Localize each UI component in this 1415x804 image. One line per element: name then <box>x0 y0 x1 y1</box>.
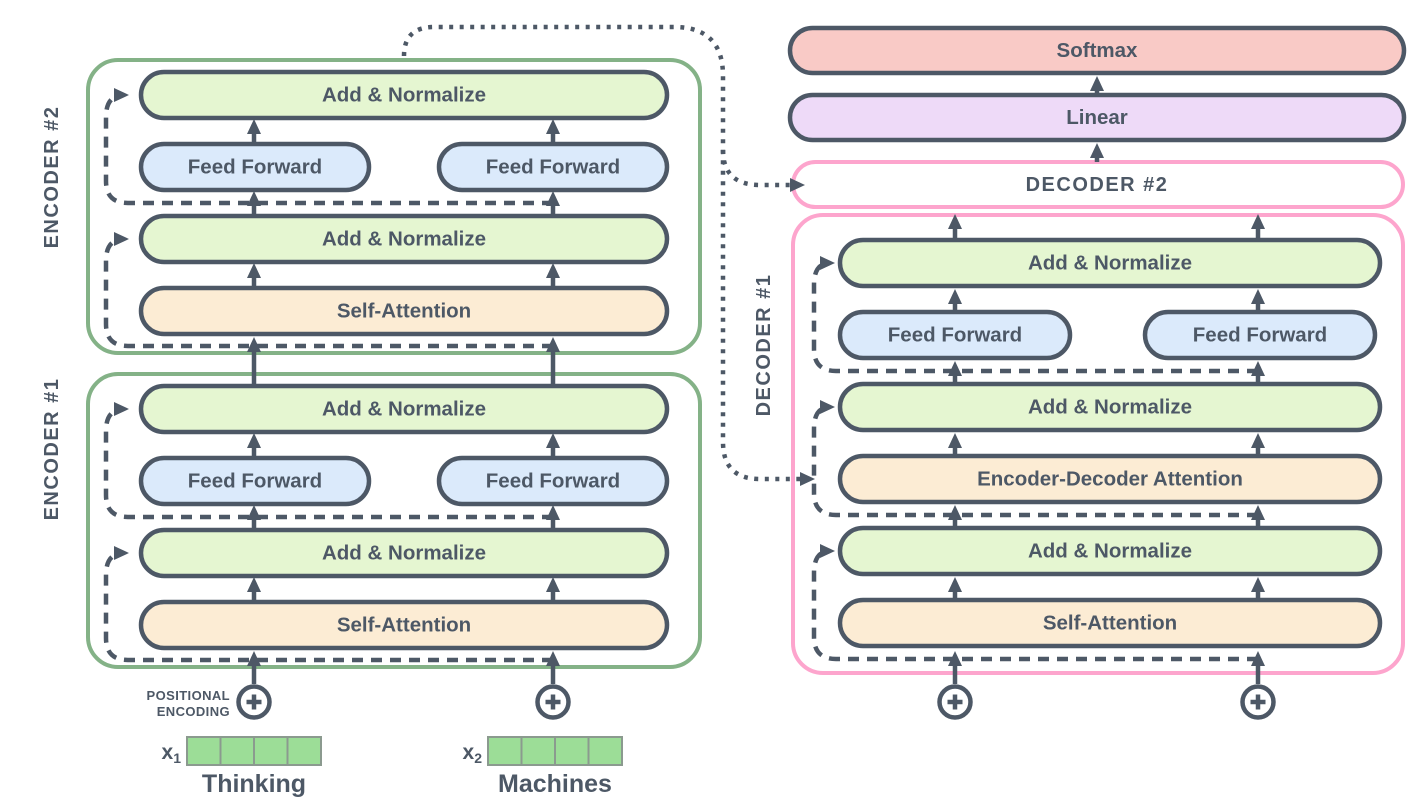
encoder1-add-normalize-top <box>138 383 670 435</box>
encoder1-addnorm-top-label: Add & Normalize <box>322 398 486 421</box>
x2-label: x2 <box>463 741 483 767</box>
decoder1-ff-left-label: Feed Forward <box>888 324 1022 347</box>
decoder1-encoder-decoder-attention <box>837 453 1383 505</box>
positional-encoding-label-line2: ENCODING <box>157 704 230 719</box>
residual-path-decoder-ff <box>811 256 1258 374</box>
decoder1-self-attention <box>837 597 1383 649</box>
residual-path-decoder-attn <box>811 544 1258 662</box>
residual-path-encoder2-attn <box>103 232 553 349</box>
encoder1-add-normalize-bottom <box>138 527 670 579</box>
encoder2-self-attention-label: Self-Attention <box>337 300 471 323</box>
encoder2-add-normalize-top <box>138 69 670 121</box>
softmax-label: Softmax <box>1057 39 1138 62</box>
encoder2-addnorm-top-label: Add & Normalize <box>322 84 486 107</box>
positional-adder-x2 <box>535 684 571 720</box>
decoder1-self-attention-label: Self-Attention <box>1043 612 1177 635</box>
decoder1-encdec-attention-label: Encoder-Decoder Attention <box>977 468 1243 491</box>
word-thinking-label: Thinking <box>202 770 306 798</box>
decoder1-add-normalize-mid <box>837 381 1383 433</box>
encoder2-ff-left-label: Feed Forward <box>188 156 322 179</box>
decoder1-addnorm-top-label: Add & Normalize <box>1028 252 1192 275</box>
encoder2-add-normalize-bottom <box>138 213 670 265</box>
decoder2-label: DECODER #2 <box>1026 174 1169 196</box>
encoder2-addnorm-bottom-label: Add & Normalize <box>322 228 486 251</box>
residual-path-encoder1-ff <box>103 402 553 520</box>
encoder1-ff-left-label: Feed Forward <box>188 470 322 493</box>
encoder1-self-attention <box>138 599 670 651</box>
encoder-output-branch-decoder2 <box>720 149 805 192</box>
decoder1-addnorm-mid-label: Add & Normalize <box>1028 396 1192 419</box>
linear-label: Linear <box>1066 106 1128 129</box>
positional-encoding-label-line1: POSITIONAL <box>147 688 230 703</box>
decoder1-add-normalize-top <box>837 237 1383 289</box>
decoder1-frame-label: DECODER #1 <box>753 274 775 417</box>
softmax-block <box>787 25 1407 76</box>
positional-adder-decoder-right <box>1240 684 1276 720</box>
positional-adder-decoder-left <box>937 684 973 720</box>
decoder1-add-normalize-bottom <box>837 525 1383 577</box>
embedding-vector-x1 <box>186 736 322 766</box>
decoder1-ff-right-label: Feed Forward <box>1193 324 1327 347</box>
residual-path-decoder-encdec <box>811 400 1258 518</box>
encoder2-ff-right-label: Feed Forward <box>486 156 620 179</box>
encoder1-frame-label: ENCODER #1 <box>41 378 63 521</box>
encoder2-frame-label: ENCODER #2 <box>41 106 63 249</box>
positional-adder-x1 <box>236 684 272 720</box>
residual-path-encoder1-attn <box>103 546 553 663</box>
encoder1-ff-right-label: Feed Forward <box>486 470 620 493</box>
embedding-vector-x2 <box>487 736 623 766</box>
residual-path-encoder2-ff <box>103 88 553 206</box>
encoder1-self-attention-label: Self-Attention <box>337 614 471 637</box>
word-machines-label: Machines <box>498 770 612 798</box>
decoder1-addnorm-bottom-label: Add & Normalize <box>1028 540 1192 563</box>
encoder1-addnorm-bottom-label: Add & Normalize <box>322 542 486 565</box>
encoder2-self-attention <box>138 285 670 337</box>
x1-label: x1 <box>162 741 182 767</box>
